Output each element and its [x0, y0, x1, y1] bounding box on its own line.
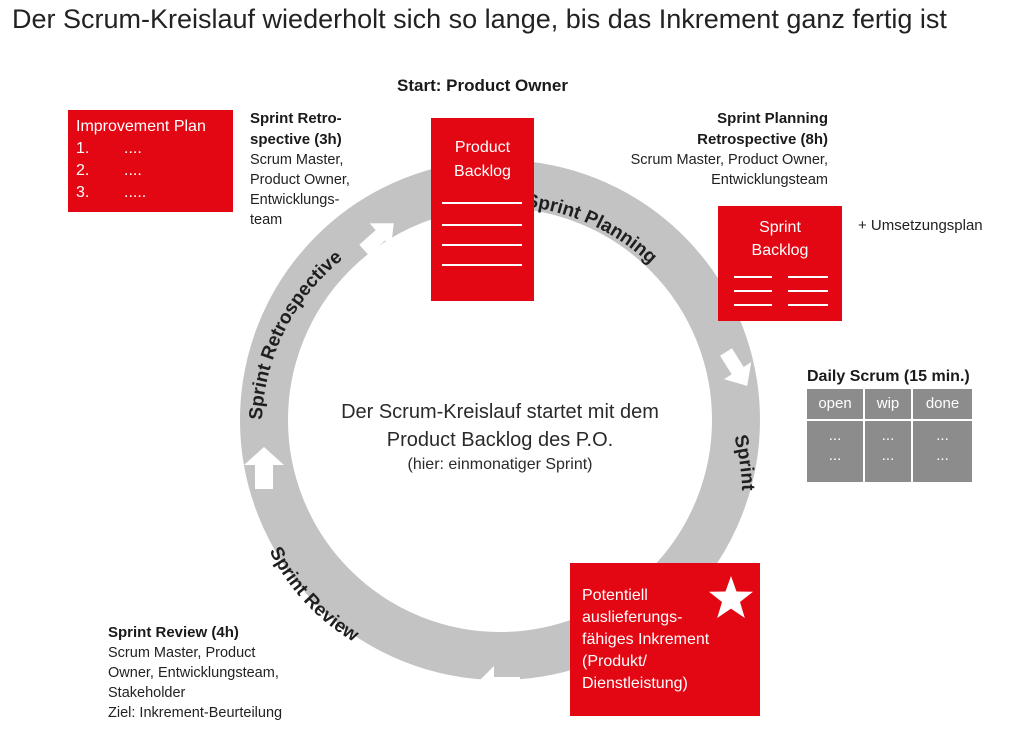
sprint-retro-title-2: spective (3h)	[250, 131, 342, 148]
sprint-review-line-2: Owner, Entwicklungsteam,	[108, 665, 279, 681]
sprint-retro-roles-2: Product Owner,	[250, 172, 350, 188]
board-cell: ...	[936, 447, 949, 464]
sprint-planning-roles-2: Entwicklungsteam	[711, 172, 828, 188]
sprint-review-line-3: Stakeholder	[108, 685, 186, 701]
sprint-backlog-label-1: Sprint	[759, 219, 801, 236]
improvement-plan-card: Improvement Plan 1..... 2..... 3......	[68, 110, 233, 212]
start-label: Start: Product Owner	[397, 76, 568, 95]
center-line-2: Product Backlog des P.O.	[386, 429, 614, 451]
backlog-line	[734, 304, 772, 306]
sprint-retro-roles-4: team	[250, 212, 283, 228]
center-line-1: Der Scrum-Kreislauf startet mit dem	[341, 401, 659, 423]
sprint-review-line-1: Scrum Master, Product	[108, 645, 256, 661]
sprint-retro-roles-1: Scrum Master,	[250, 152, 344, 168]
board-column-header: open	[818, 395, 852, 412]
arrow-retro-to-backlog-icon	[359, 223, 394, 256]
arrow-planning-to-sprint-icon	[720, 348, 752, 386]
board-column-header: wip	[876, 395, 900, 412]
increment-line-2: auslieferungs-	[582, 609, 683, 626]
increment-card: Potentiell auslieferungs- fähiges Inkrem…	[570, 563, 760, 716]
sprint-planning-roles-1: Scrum Master, Product Owner,	[630, 152, 828, 168]
backlog-line	[442, 202, 522, 204]
improvement-plan-title: Improvement Plan	[76, 118, 206, 135]
board-cell: ...	[828, 427, 842, 444]
board-cell: ...	[828, 447, 842, 464]
daily-scrum-title: Daily Scrum (15 min.)	[807, 368, 970, 385]
increment-line-4: (Produkt/	[582, 653, 647, 670]
backlog-line	[734, 276, 772, 278]
sprint-backlog-label-2: Backlog	[751, 242, 809, 259]
product-backlog-card: Product Backlog	[431, 118, 534, 301]
arrow-increment-to-review-icon	[474, 666, 520, 706]
board-cell: ...	[881, 427, 895, 444]
arrow-review-to-retro-icon	[244, 447, 284, 489]
daily-scrum-board: open wip done ... ... ... ... ... ...	[807, 389, 972, 482]
sprint-review-title: Sprint Review (4h)	[108, 624, 239, 641]
product-backlog-label-2: Backlog	[454, 163, 511, 180]
sprint-retro-info: Sprint Retro- spective (3h) Scrum Master…	[250, 108, 390, 230]
page-title: Der Scrum-Kreislauf wiederholt sich so l…	[12, 4, 947, 34]
sprint-planning-info: Sprint Planning Retrospective (8h) Scrum…	[590, 108, 828, 190]
sprint-backlog-card: Sprint Backlog	[718, 206, 842, 321]
sprint-planning-title-2: Retrospective (8h)	[697, 131, 828, 148]
sprint-review-info: Sprint Review (4h) Scrum Master, Product…	[108, 622, 348, 723]
center-description: Der Scrum-Kreislauf startet mit dem Prod…	[290, 398, 710, 476]
board-column-header: done	[925, 395, 960, 412]
increment-line-5: Dienstleistung)	[582, 675, 688, 692]
sprint-retro-roles-3: Entwicklungs-	[250, 192, 340, 208]
star-icon	[709, 576, 753, 618]
backlog-line	[442, 224, 522, 226]
backlog-line	[442, 264, 522, 266]
product-backlog-label-1: Product	[454, 139, 511, 156]
increment-line-1: Potentiell	[582, 587, 648, 604]
backlog-line	[442, 244, 522, 246]
backlog-line	[788, 276, 828, 278]
backlog-line	[788, 304, 828, 306]
improvement-plan-item: 1.....	[76, 140, 142, 157]
board-cell: ...	[936, 427, 949, 444]
sprint-backlog-extra: + Umsetzungsplan	[858, 217, 983, 234]
sprint-retro-title-1: Sprint Retro-	[250, 110, 342, 127]
improvement-plan-item: 2.....	[76, 162, 142, 179]
board-cell: ...	[881, 447, 895, 464]
increment-line-3: fähiges Inkrement	[582, 631, 710, 648]
sprint-review-line-4: Ziel: Inkrement-Beurteilung	[108, 705, 283, 721]
backlog-line	[734, 290, 772, 292]
center-line-3: (hier: einmonatiger Sprint)	[407, 456, 593, 473]
sprint-planning-title-1: Sprint Planning	[717, 110, 828, 127]
improvement-plan-item: 3......	[76, 184, 147, 201]
backlog-line	[788, 290, 828, 292]
